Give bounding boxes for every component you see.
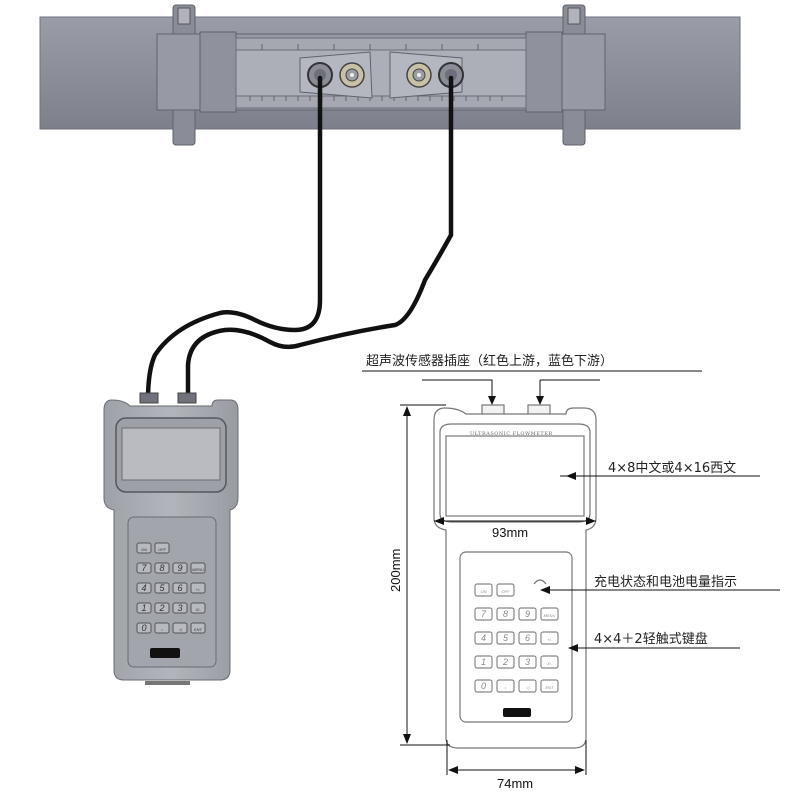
key-label: 3 [177, 603, 182, 613]
key-label: 5 [159, 583, 165, 593]
key-OFF[interactable] [496, 583, 515, 597]
sensor-socket-label: 超声波传感器插座（红色上游，蓝色下游） [366, 354, 614, 369]
key-3[interactable] [172, 602, 188, 614]
flowmeter-device-photo: ON OFF 7 8 9 MENU 4 5 6 +/- 1 2 3 X/- 0 • ◁ ENT [103, 392, 239, 685]
cable-downstream [185, 75, 454, 403]
key-label: 6 [525, 633, 530, 643]
pipe [39, 4, 741, 146]
key-MENU[interactable] [540, 607, 559, 621]
key-ON[interactable] [136, 542, 152, 554]
transducer-downstream [389, 51, 464, 99]
key-label: 7 [481, 609, 487, 619]
key-[interactable] [154, 622, 170, 634]
brand-logo-right [503, 708, 531, 717]
key-label: 8 [159, 563, 164, 573]
key-label: +/- [196, 587, 201, 592]
key-label: X/- [194, 607, 201, 612]
key-3[interactable] [518, 655, 537, 669]
key-label: 4 [481, 633, 486, 643]
key-label: • [505, 685, 507, 690]
flowmeter-device-outline: ON OFF 7 8 9 MENU 4 5 6 +/- 1 2 3 X/- 0 • ◁ ENT [433, 404, 597, 749]
key-label: 5 [503, 633, 509, 643]
key-label: ◁ [178, 627, 182, 632]
key-label: 6 [177, 583, 182, 593]
key-6[interactable] [518, 631, 537, 645]
key-X[interactable] [540, 655, 559, 669]
key-label: ENT [194, 627, 203, 632]
key-[interactable] [190, 582, 206, 594]
key-5[interactable] [154, 582, 170, 594]
key-label: ON [141, 547, 147, 552]
transducer-upstream [299, 51, 373, 99]
key-label: 8 [503, 609, 508, 619]
key-label: 1 [141, 603, 146, 613]
key-2[interactable] [496, 655, 515, 669]
key-X[interactable] [190, 602, 206, 614]
key-label: 9 [525, 609, 530, 619]
key-8[interactable] [154, 562, 170, 574]
dimension-arrows [403, 396, 596, 774]
keypad-outline: ON OFF 7 8 9 MENU 4 5 6 +/- 1 2 3 X/- 0 • ◁ ENT [474, 583, 559, 693]
key-ON[interactable] [474, 583, 493, 597]
screen-caption: ULTRASONIC FLOWMETER [470, 431, 553, 437]
key-label: OFF [158, 547, 167, 552]
key-[interactable] [172, 622, 188, 634]
key-0[interactable] [136, 622, 152, 634]
keypad-photo: ON OFF 7 8 9 MENU 4 5 6 +/- 1 2 3 X/- 0 • ◁ ENT [136, 542, 206, 634]
key-[interactable] [518, 679, 537, 693]
transducer-cables [145, 75, 454, 403]
key-label: • [161, 627, 163, 632]
key-label: 0 [481, 681, 486, 691]
charge-indicator-led [533, 579, 547, 585]
key-label: ON [481, 589, 487, 594]
key-label: 7 [141, 563, 147, 573]
key-[interactable] [540, 631, 559, 645]
key-7[interactable] [474, 607, 493, 621]
key-label: 0 [141, 623, 146, 633]
key-label: +/- [547, 637, 552, 642]
width-top-dimension: 93mm [492, 525, 529, 540]
key-label: 2 [502, 657, 508, 667]
rail-scale [249, 44, 503, 101]
key-2[interactable] [154, 602, 170, 614]
key-9[interactable] [518, 607, 537, 621]
key-label: 4 [141, 583, 146, 593]
display-label: 4×8中文或4×16西文 [608, 461, 737, 476]
key-ENT[interactable] [190, 622, 206, 634]
key-label: 3 [525, 657, 530, 667]
key-ENT[interactable] [540, 679, 559, 693]
key-1[interactable] [136, 602, 152, 614]
key-4[interactable] [136, 582, 152, 594]
brand-logo-left [150, 648, 180, 658]
key-7[interactable] [136, 562, 152, 574]
key-label: MENU [192, 567, 204, 572]
key-[interactable] [496, 679, 515, 693]
key-label: 9 [177, 563, 182, 573]
key-6[interactable] [172, 582, 188, 594]
height-dimension: 200mm [388, 548, 403, 592]
key-1[interactable] [474, 655, 493, 669]
charge-indicator-label: 充电状态和电池电量指示 [594, 575, 738, 590]
key-5[interactable] [496, 631, 515, 645]
key-4[interactable] [474, 631, 493, 645]
key-label: 2 [158, 603, 164, 613]
key-label: X/- [546, 661, 553, 666]
key-label: OFF [502, 589, 511, 594]
key-label: ENT [546, 685, 555, 690]
sensor-rail [156, 31, 606, 113]
key-label: ◁ [526, 685, 530, 690]
key-8[interactable] [496, 607, 515, 621]
key-MENU[interactable] [190, 562, 206, 574]
key-label: 1 [481, 657, 486, 667]
key-OFF[interactable] [154, 542, 170, 554]
keypad-label: 4×4＋2轻触式键盘 [594, 632, 708, 647]
key-label: MENU [544, 613, 556, 618]
key-9[interactable] [172, 562, 188, 574]
cable-upstream [145, 75, 323, 403]
key-0[interactable] [474, 679, 493, 693]
width-bottom-dimension: 74mm [497, 776, 534, 791]
dimension-lines [362, 370, 780, 775]
